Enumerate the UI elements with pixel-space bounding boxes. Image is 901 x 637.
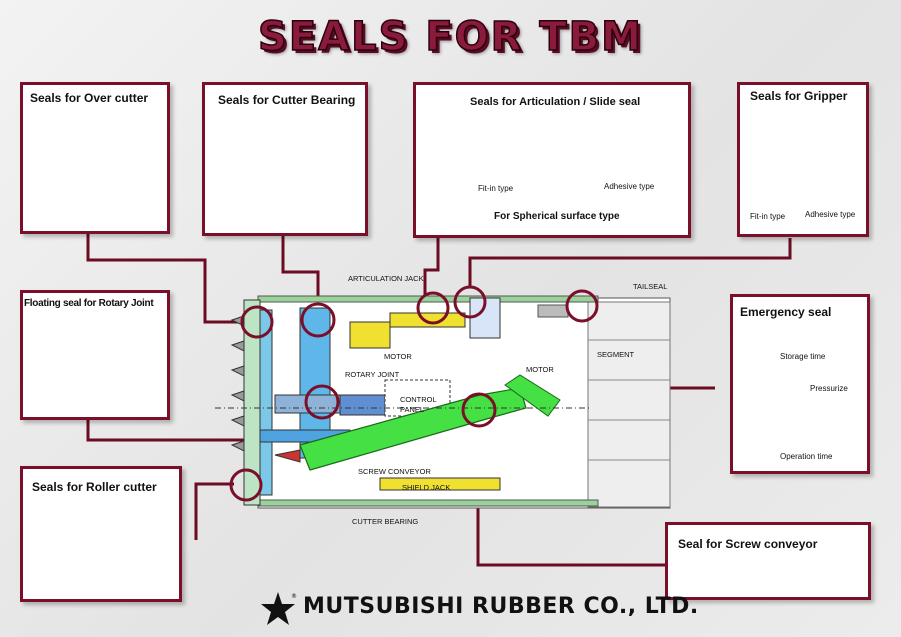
label-articulation-fitin: Fit-in type [478,184,514,193]
panel-title-screw-conveyor: Seal for Screw conveyor [678,537,818,551]
label-articulation-adhesive: Adhesive type [604,182,655,191]
label-motor-1: MOTOR [384,352,412,361]
label-gripper-fitin: Fit-in type [750,212,786,221]
label-screw-conveyor: SCREW CONVEYOR [358,467,431,476]
label-tailseal: TAILSEAL [633,282,668,291]
panel-title-cutter-bearing: Seals for Cutter Bearing [218,93,356,107]
panel-title-articulation: Seals for Articulation / Slide seal [470,96,641,108]
panel-screw-conveyor [665,522,871,600]
label-operation-time: Operation time [780,452,833,461]
label-cutter-bearing: CUTTER BEARING [352,517,419,526]
panel-rotary-joint [20,290,170,420]
company-name: MUTSUBISHI RUBBER CO., LTD. [303,594,699,619]
label-articulation-note: For Spherical surface type [494,211,620,222]
panel-articulation [413,82,691,238]
panel-emergency-seal [730,294,870,474]
label-motor-2: MOTOR [526,365,554,374]
label-pressurize: Pressurize [810,384,848,393]
panel-gripper [737,82,869,237]
company-logo-icon: ® [261,592,297,625]
svg-text:®: ® [291,593,297,600]
label-control-panel-1: CONTROL [400,395,437,404]
panel-title-roller-cutter: Seals for Roller cutter [32,480,157,494]
panel-over-cutter [20,82,170,234]
label-shield-jack: SHIELD JACK [402,483,451,492]
panel-title-emergency-seal: Emergency seal [740,305,832,319]
panel-title-rotary-joint: Floating seal for Rotary Joint [24,298,154,309]
panel-title-over-cutter: Seals for Over cutter [30,91,149,105]
label-rotary-joint: ROTARY JOINT [345,370,400,379]
label-control-panel-2: PANEL [400,405,425,414]
panel-roller-cutter [20,466,182,602]
label-storage-time: Storage time [780,352,826,361]
page-title: SEALS FOR TBM [257,13,643,61]
label-segment: SEGMENT [597,350,635,359]
panel-title-gripper: Seals for Gripper [750,89,848,103]
tbm-machine [215,285,671,509]
label-articulation-jack: ARTICULATION JACK [348,274,424,283]
panel-cutter-bearing [202,82,368,236]
label-gripper-adhesive: Adhesive type [805,210,856,219]
